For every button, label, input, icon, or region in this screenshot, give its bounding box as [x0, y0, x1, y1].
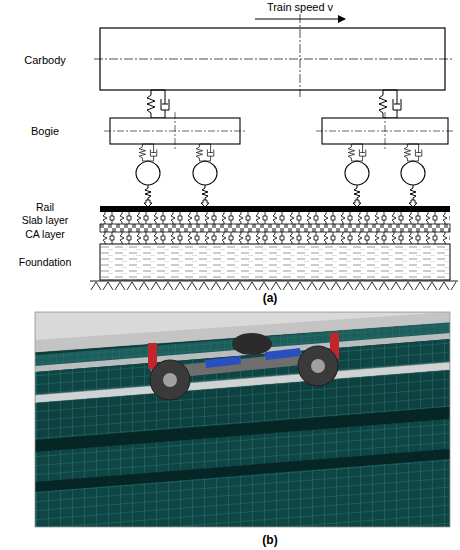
- secondary-suspension: [379, 90, 401, 118]
- wheel-symbol: [136, 161, 425, 185]
- center-line: [104, 112, 454, 150]
- speed-label: Train speed v: [267, 2, 333, 13]
- ca-layer: [100, 232, 450, 244]
- part-name: Bogie: [31, 126, 59, 137]
- part-name: Carbody: [24, 55, 66, 66]
- panel-label: (b): [262, 534, 277, 546]
- primary-suspension: [139, 144, 422, 161]
- center-line: [300, 14, 301, 97]
- part-name: Foundation: [19, 257, 72, 268]
- panel-label: (a): [263, 292, 278, 304]
- slab-layer: [100, 224, 450, 232]
- ground-hatch: [90, 281, 456, 290]
- render-frame: [35, 312, 450, 527]
- secondary-suspension: [147, 90, 169, 118]
- center-line: [94, 59, 452, 60]
- rail-bar: [100, 206, 450, 212]
- part-name: CA layer: [25, 229, 65, 240]
- part-name: Rail: [36, 202, 54, 213]
- part-name: Slab layer: [22, 215, 69, 226]
- contact-spring: [144, 185, 417, 207]
- render-view: [35, 312, 450, 527]
- fastener-row: [100, 212, 450, 224]
- foundation-box: [100, 244, 450, 280]
